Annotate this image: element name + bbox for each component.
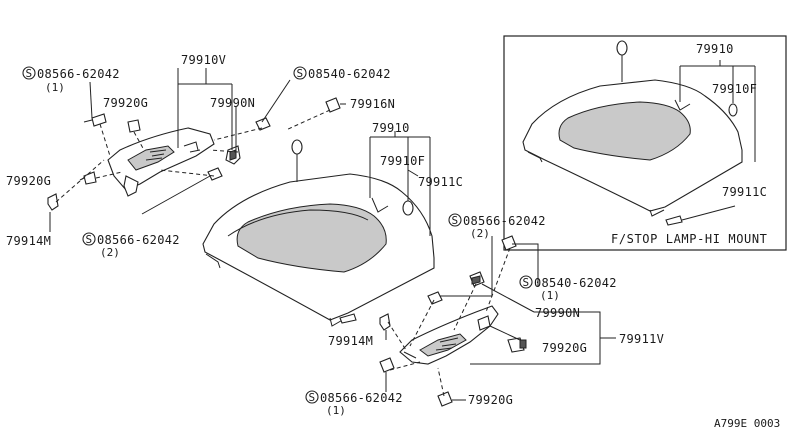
lamp-cap: [291, 139, 303, 155]
inset-label-79910F: 79910F: [712, 82, 757, 96]
label-79914M-a: 79914M: [6, 234, 51, 248]
label-08566-top: 08566-62042: [37, 67, 120, 81]
screw-symbol-right: [448, 213, 462, 227]
screw-symbol-bottom: [305, 390, 319, 404]
clip-79914M-a: [47, 193, 59, 211]
screw-symbol-08540-top-text: S: [297, 67, 304, 80]
clip-79920G-a: [127, 119, 141, 133]
screw-symbol-mid: [82, 232, 96, 246]
label-79920G-d: 79920G: [468, 393, 513, 407]
qty-08566-top: (1): [45, 81, 65, 94]
label-79920G-b: 79920G: [6, 174, 51, 188]
label-79910F: 79910F: [380, 154, 425, 168]
qty-08566-right: (2): [470, 227, 490, 240]
screw-symbol-top-text: S: [26, 67, 33, 80]
qty-08566-mid: (2): [100, 246, 120, 259]
label-79916N: 79916N: [350, 97, 395, 111]
screw-symbol-right-text: S: [452, 214, 459, 227]
label-79910: 79910: [372, 121, 410, 135]
inset-grommet: [728, 103, 738, 117]
inset-label-79911C: 79911C: [722, 185, 767, 199]
screw-08540-right: [501, 235, 517, 251]
qty-08566-bottom: (1): [326, 404, 346, 417]
screw-symbol-08540-right: [519, 275, 533, 289]
right-side-finisher: [399, 305, 499, 365]
label-08566-right: 08566-62042: [463, 214, 546, 228]
reference-code: A799E 0003: [714, 417, 780, 430]
inset-lamp-cap: [616, 40, 628, 56]
clip-left-1: [91, 113, 107, 127]
qty-08540-right: (1): [540, 289, 560, 302]
label-79990N-a: 79990N: [210, 96, 255, 110]
screw-08540-top: [255, 117, 271, 131]
left-side-finisher: [107, 127, 241, 197]
screw-right-1: [427, 291, 443, 305]
inset-frame: [503, 35, 787, 251]
label-79914M-b: 79914M: [328, 334, 373, 348]
label-08566-mid: 08566-62042: [97, 233, 180, 247]
label-08540-right: 08540-62042: [534, 276, 617, 290]
label-79911C: 79911C: [418, 175, 463, 189]
screw-symbol-top: [22, 66, 36, 80]
label-08540-top: 08540-62042: [308, 67, 391, 81]
shelf-clip: [339, 313, 357, 324]
label-79911V: 79911V: [619, 332, 664, 346]
main-parcel-shelf: [202, 139, 435, 327]
label-79920G-a: 79920G: [103, 96, 148, 110]
screw-mid-left: [207, 167, 223, 181]
clip-79920G-d: [437, 391, 453, 407]
inset-caption: F/STOP LAMP-HI MOUNT: [611, 232, 768, 246]
screw-symbol-bottom-text: S: [309, 391, 316, 404]
inset-parcel-shelf: [522, 40, 743, 226]
label-79990N-b: 79990N: [535, 306, 580, 320]
label-79920G-c: 79920G: [542, 341, 587, 355]
clip-79914M-b: [379, 313, 391, 331]
grommet: [402, 200, 414, 216]
inset-clip: [665, 215, 683, 226]
clip-79920G-b: [83, 171, 97, 185]
screw-symbol-08540-top: [293, 66, 307, 80]
screw-bottom: [379, 357, 395, 373]
label-79910V: 79910V: [181, 53, 226, 67]
screw-symbol-08540-right-text: S: [523, 276, 530, 289]
screw-symbol-mid-text: S: [86, 233, 93, 246]
inset-label-79910: 79910: [696, 42, 734, 56]
clip-79916N: [325, 97, 341, 113]
label-08566-bottom: 08566-62042: [320, 391, 403, 405]
